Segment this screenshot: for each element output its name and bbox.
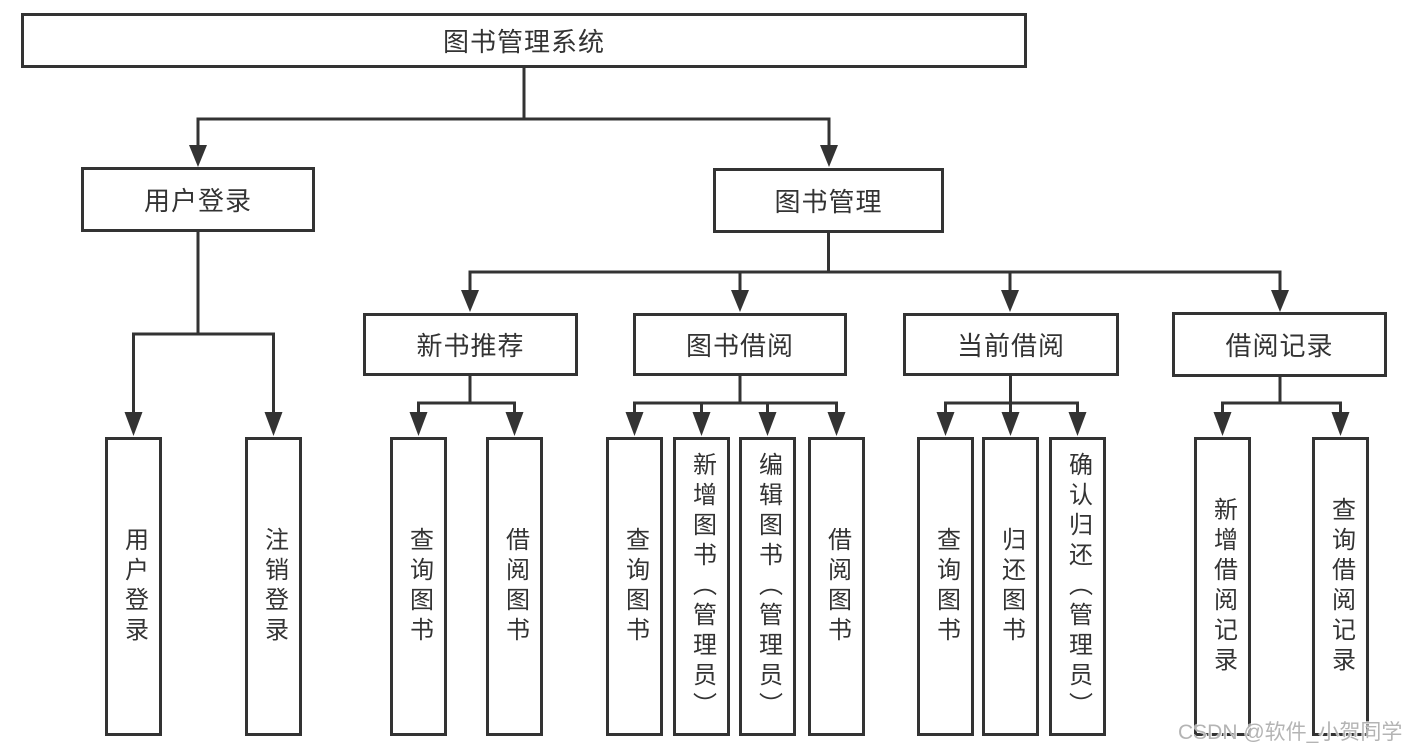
connector-line bbox=[417, 374, 516, 415]
node-root: 图书管理系统 bbox=[21, 13, 1027, 68]
arrowhead-icon bbox=[731, 290, 749, 312]
arrowhead-icon bbox=[1001, 412, 1020, 436]
leaf-records-query: 查询借阅记录 bbox=[1312, 437, 1369, 736]
leaf-borrow-borrow-book: 借阅图书 bbox=[808, 437, 865, 736]
leaf-user-login: 用户登录 bbox=[105, 437, 162, 736]
arrowhead-icon bbox=[936, 412, 955, 436]
connector-line bbox=[468, 231, 1282, 293]
node-book-borrow: 图书借阅 bbox=[633, 313, 847, 376]
arrowhead-icon bbox=[461, 290, 479, 312]
connector-line bbox=[196, 66, 831, 148]
leaf-records-add: 新增借阅记录 bbox=[1194, 437, 1251, 736]
csdn-watermark: CSDN @软件_小贺同学 bbox=[1178, 721, 1403, 744]
connector-root-to-level2 bbox=[189, 66, 838, 167]
arrowhead-icon bbox=[409, 412, 428, 436]
connector-line bbox=[1221, 375, 1342, 415]
node-borrow-records: 借阅记录 bbox=[1172, 312, 1387, 377]
leaf-logout: 注销登录 bbox=[245, 437, 302, 736]
arrowhead-icon bbox=[625, 412, 644, 436]
arrowhead-icon bbox=[692, 412, 711, 436]
leaf-current-query: 查询图书 bbox=[917, 437, 974, 736]
arrowhead-icon bbox=[827, 412, 846, 436]
leaf-current-return: 归还图书 bbox=[982, 437, 1039, 736]
leaf-newbooks-borrow: 借阅图书 bbox=[486, 437, 543, 736]
connector-line bbox=[633, 374, 838, 415]
arrowhead-icon bbox=[1068, 412, 1087, 436]
arrowhead-icon bbox=[505, 412, 524, 436]
arrowhead-icon bbox=[1331, 412, 1350, 436]
connector-line bbox=[132, 230, 275, 414]
leaf-current-confirm-return: 确认归还（管理员） bbox=[1049, 437, 1106, 736]
connector-user-login-children bbox=[124, 230, 283, 436]
arrowhead-icon bbox=[264, 412, 283, 436]
connector-book-mgmt-to-level3 bbox=[461, 231, 1289, 312]
leaf-borrow-edit-book: 编辑图书（管理员） bbox=[739, 437, 796, 736]
leaf-newbooks-query: 查询图书 bbox=[390, 437, 447, 736]
arrowhead-icon bbox=[758, 412, 777, 436]
leaf-borrow-query: 查询图书 bbox=[606, 437, 663, 736]
arrowhead-icon bbox=[124, 412, 143, 436]
connector-book-borrow-children bbox=[625, 374, 846, 436]
arrowhead-icon bbox=[1001, 290, 1019, 312]
node-new-books: 新书推荐 bbox=[363, 313, 578, 376]
connector-new-books-children bbox=[409, 374, 524, 436]
node-user-login: 用户登录 bbox=[81, 167, 315, 232]
connector-current-borrow-children bbox=[936, 374, 1087, 436]
arrowhead-icon bbox=[1213, 412, 1232, 436]
arrowhead-icon bbox=[820, 145, 838, 167]
arrowhead-icon bbox=[1271, 290, 1289, 312]
connector-line bbox=[944, 374, 1079, 415]
arrowhead-icon bbox=[189, 145, 207, 167]
leaf-borrow-add-book: 新增图书（管理员） bbox=[673, 437, 730, 736]
node-current-borrow: 当前借阅 bbox=[903, 313, 1119, 376]
node-book-mgmt: 图书管理 bbox=[713, 168, 944, 233]
connector-borrow-records-children bbox=[1213, 375, 1350, 436]
